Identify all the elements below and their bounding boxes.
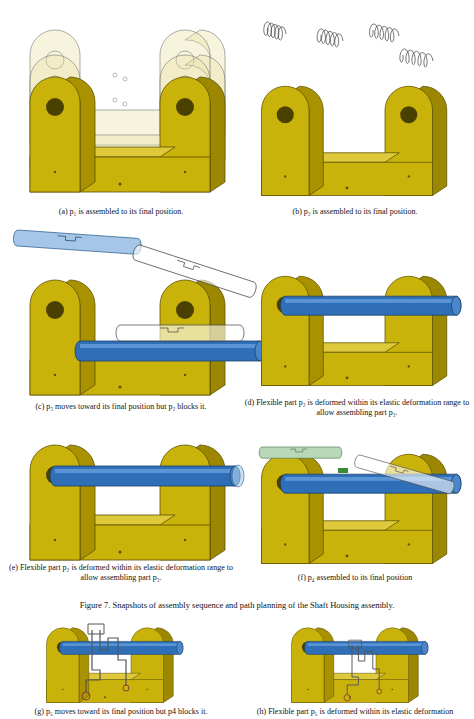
spring-coil	[370, 24, 399, 42]
subfigure-caption: (e) Flexible part p₂ is deformed within …	[8, 563, 234, 582]
spring-coil	[264, 22, 286, 40]
subfigure-caption: (g) p₅ moves toward its final position b…	[8, 707, 234, 717]
subfigure-caption: (a) p₁ is assembled to its final positio…	[12, 207, 230, 217]
spring-coil	[317, 29, 343, 47]
spring-coil	[400, 49, 433, 67]
subfigure-caption: (f) p₄ assembled to its final position	[246, 573, 464, 583]
subfigure-caption: (d) Flexible part p₂ is deformed within …	[244, 398, 470, 417]
subfigure-caption: (c) p₃ moves toward its final position b…	[8, 402, 234, 412]
subfigure-caption: (b) p₂ is assembled to its final positio…	[246, 207, 464, 217]
figure-caption: Figure 7. Snapshots of assembly sequence…	[10, 600, 464, 610]
subfigure-caption: (h) Flexible part p₅ is deformed within …	[240, 707, 470, 717]
